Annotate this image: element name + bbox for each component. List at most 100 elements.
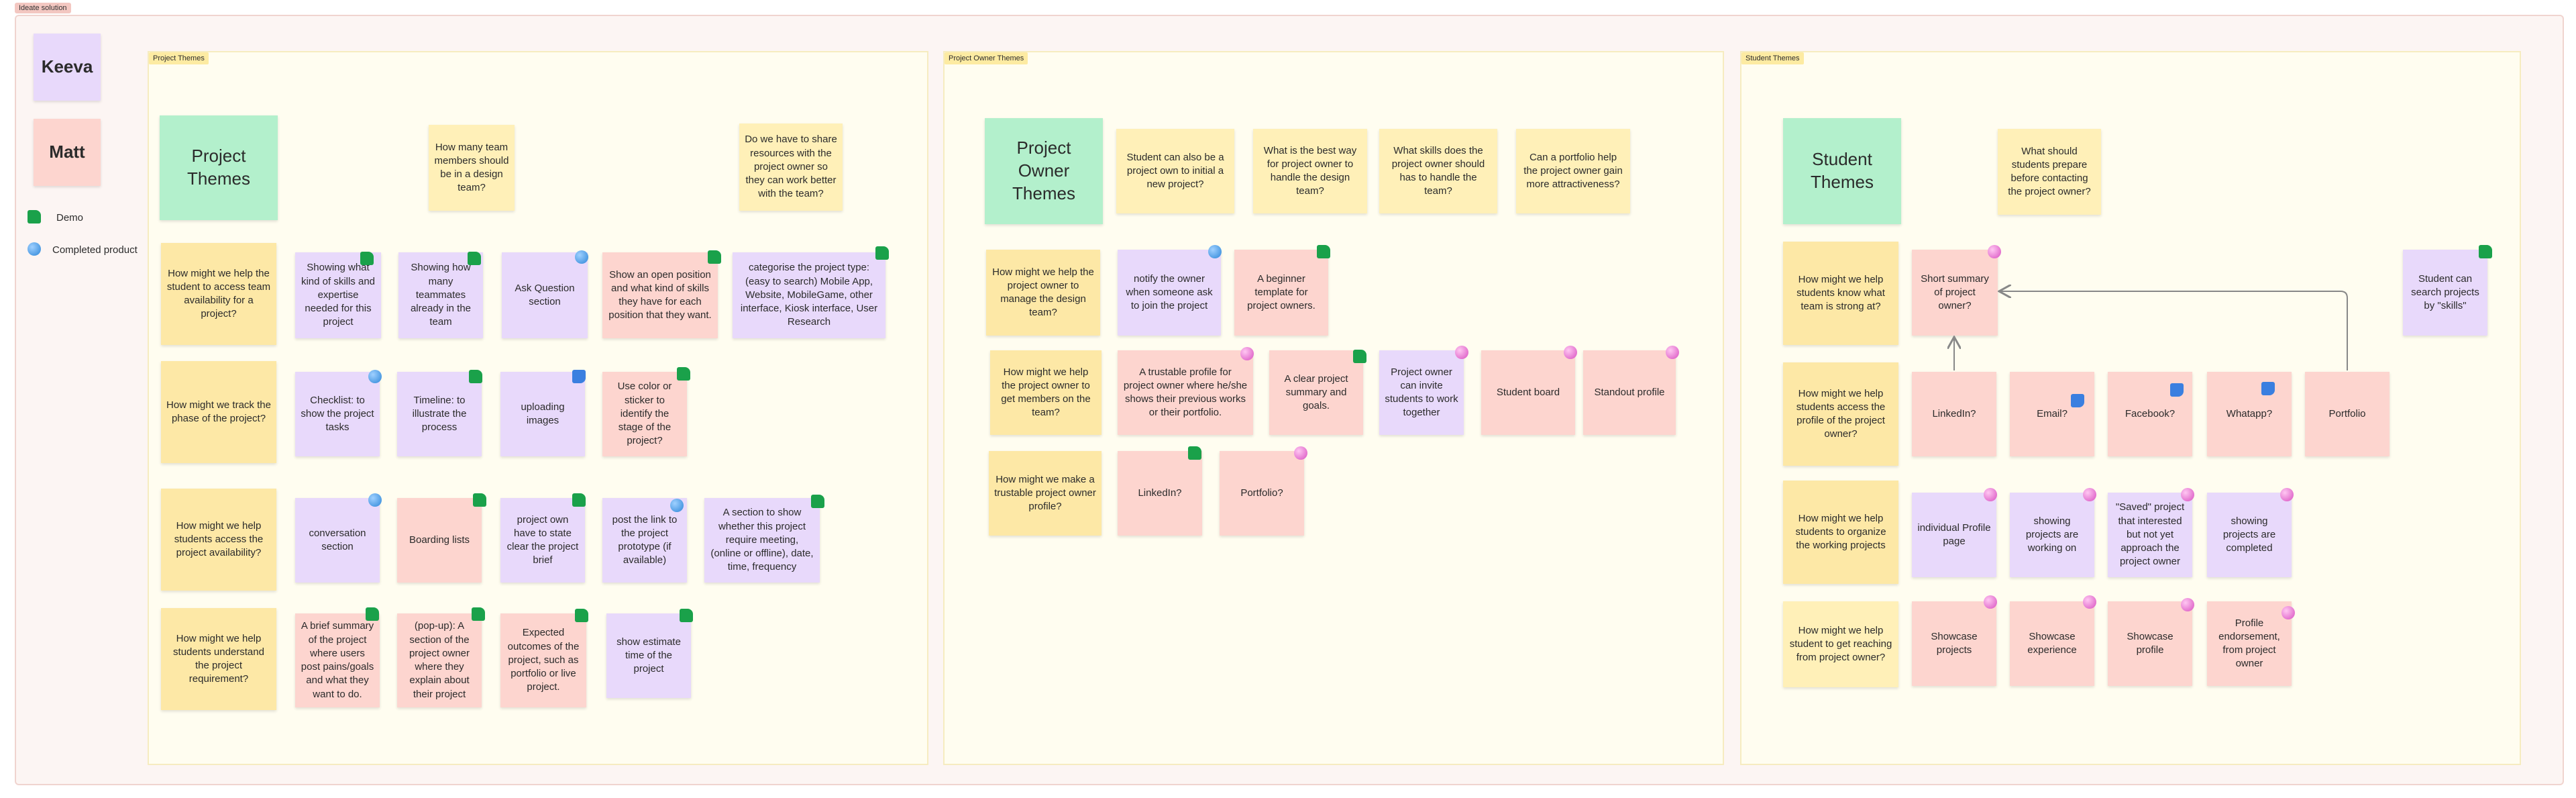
idea-note[interactable]: LinkedIn?	[1912, 372, 1996, 456]
idea-note[interactable]: Standout profile	[1583, 350, 1676, 435]
idea-note[interactable]: post the link to the project prototype (…	[602, 498, 687, 583]
person-keeva[interactable]: Keeva	[34, 34, 101, 101]
hmw-note[interactable]: How might we help students access the pr…	[161, 489, 276, 591]
student-themes-tag[interactable]: Student Themes	[1741, 52, 1804, 64]
hmw-note[interactable]: How might we make a trustable project ow…	[989, 451, 1102, 536]
completed-dot-icon	[368, 493, 382, 507]
theme-header[interactable]: Project Owner Themes	[985, 118, 1103, 224]
pink-marker-icon	[1983, 487, 1998, 502]
question-note[interactable]: Student can also be a project own to ini…	[1116, 129, 1234, 213]
completed-dot-icon	[669, 498, 684, 513]
idea-note[interactable]: categorise the project type: (easy to se…	[733, 252, 885, 338]
idea-note[interactable]: Project owner can invite students to wor…	[1379, 350, 1464, 435]
idea-note[interactable]: (pop-up): A section of the project owner…	[397, 613, 482, 707]
idea-note[interactable]: Expected outcomes of the project, such a…	[500, 613, 586, 707]
legend-demo-label: Demo	[56, 212, 84, 223]
idea-note[interactable]: Email?	[2010, 372, 2094, 456]
thumbs-up-icon	[472, 493, 487, 507]
idea-note[interactable]: Ask Question section	[502, 252, 588, 338]
pink-marker-icon	[1454, 345, 1469, 360]
thumbs-up-icon	[360, 251, 374, 266]
hmw-note[interactable]: How might we help the project owner to g…	[990, 350, 1102, 435]
hmw-note[interactable]: How might we help students know what tea…	[1783, 242, 1898, 345]
completed-dot-icon	[27, 242, 42, 256]
idea-note[interactable]: Short summary of project owner?	[1912, 250, 1998, 336]
pink-marker-icon	[1563, 345, 1578, 360]
project-themes-tag[interactable]: Project Themes	[149, 52, 209, 64]
hmw-note[interactable]: How might we help the student to access …	[161, 243, 276, 345]
board-title[interactable]: Ideate solution	[15, 3, 71, 13]
idea-note[interactable]: Showcase profile	[2108, 601, 2192, 686]
pink-marker-icon	[2082, 487, 2097, 502]
question-note[interactable]: Do we have to share resources with the p…	[739, 123, 843, 211]
thumbs-up-icon	[1352, 349, 1367, 364]
project-owner-themes-tag[interactable]: Project Owner Themes	[945, 52, 1028, 64]
hmw-note[interactable]: How might we help students access the pr…	[1783, 362, 1898, 466]
idea-note[interactable]: A brief summary of the project where use…	[295, 613, 380, 707]
hmw-note[interactable]: How might we help students understand th…	[161, 608, 276, 710]
thumbs-up-icon	[467, 251, 482, 266]
hmw-note[interactable]: How might we help students to organize t…	[1783, 481, 1898, 584]
idea-note[interactable]: LinkedIn?	[1118, 451, 1202, 536]
idea-note[interactable]: Use color or sticker to identify the sta…	[602, 372, 687, 456]
idea-note[interactable]: A trustable profile for project owner wh…	[1118, 350, 1253, 435]
idea-note[interactable]: Profile endorsement, from project owner	[2207, 601, 2292, 686]
idea-note[interactable]: A section to show whether this project r…	[704, 498, 820, 583]
thumbs-down-icon	[572, 369, 586, 384]
thumbs-up-icon	[468, 369, 483, 384]
question-note[interactable]: How many team members should be in a des…	[429, 125, 515, 211]
idea-note[interactable]: Whatapp?	[2207, 372, 2292, 456]
theme-header[interactable]: Project Themes	[160, 115, 278, 220]
idea-note[interactable]: A clear project summary and goals.	[1269, 350, 1363, 435]
idea-note[interactable]: Portfolio?	[1220, 451, 1304, 536]
thumbs-up-icon	[875, 246, 890, 260]
thumbs-down-icon	[2169, 383, 2184, 397]
pink-marker-icon	[2082, 595, 2097, 609]
idea-note[interactable]: Showing how many teammates already in th…	[398, 252, 483, 338]
idea-note[interactable]: showing projects are working on	[2010, 493, 2094, 577]
idea-note[interactable]: Boarding lists	[397, 498, 482, 583]
thumbs-up-icon	[810, 494, 825, 509]
pink-marker-icon	[1665, 345, 1680, 360]
hmw-note[interactable]: How might we help student to get reachin…	[1783, 601, 1898, 687]
idea-note[interactable]: Showcase projects	[1912, 601, 1996, 686]
idea-note[interactable]: Student can search projects by "skills"	[2403, 250, 2487, 336]
thumbs-up-icon	[676, 366, 691, 381]
idea-note[interactable]: uploading images	[500, 372, 585, 456]
idea-note[interactable]: Portfolio	[2305, 372, 2390, 456]
idea-note[interactable]: "Saved" project that interested but not …	[2108, 493, 2192, 577]
hmw-note[interactable]: How might we help the project owner to m…	[986, 250, 1100, 336]
idea-note[interactable]: Timeline: to illustrate the process	[397, 372, 482, 456]
idea-note[interactable]: conversation section	[295, 498, 380, 583]
question-note[interactable]: What skills does the project owner shoul…	[1379, 129, 1497, 213]
idea-note[interactable]: individual Profile page	[1912, 493, 1996, 577]
completed-dot-icon	[574, 250, 589, 264]
idea-note[interactable]: notify the owner when someone ask to joi…	[1118, 250, 1221, 336]
pink-marker-icon	[1987, 244, 2002, 259]
thumbs-up-icon	[365, 607, 380, 621]
idea-note[interactable]: Show an open position and what kind of s…	[602, 252, 718, 338]
hmw-note[interactable]: How might we track the phase of the proj…	[161, 361, 276, 463]
question-note[interactable]: Can a portfolio help the project owner g…	[1516, 129, 1630, 213]
idea-note[interactable]: project own have to state clear the proj…	[500, 498, 585, 583]
theme-header[interactable]: Student Themes	[1783, 118, 1901, 224]
thumbs-up-icon	[574, 608, 589, 623]
thumbs-up-icon	[1187, 446, 1202, 460]
idea-note[interactable]: Showing what kind of skills and expertis…	[295, 252, 381, 338]
thumbs-up-icon	[707, 250, 722, 264]
idea-note[interactable]: Checklist: to show the project tasks	[295, 372, 380, 456]
person-matt[interactable]: Matt	[34, 119, 101, 186]
question-note[interactable]: What should students prepare before cont…	[1998, 129, 2101, 215]
thumbs-up-icon	[679, 608, 694, 623]
idea-note[interactable]: showing projects are completed	[2207, 493, 2292, 577]
idea-note[interactable]: Showcase experience	[2010, 601, 2094, 686]
idea-note[interactable]: A beginner template for project owners.	[1234, 250, 1328, 336]
question-note[interactable]: What is the best way for project owner t…	[1253, 129, 1367, 213]
thumbs-up-icon	[572, 493, 586, 507]
idea-note[interactable]: show estimate time of the project	[606, 613, 691, 698]
idea-note[interactable]: Student board	[1481, 350, 1575, 435]
thumbs-up-icon	[27, 209, 42, 224]
pink-marker-icon	[1293, 446, 1308, 460]
thumbs-down-icon	[2261, 381, 2275, 396]
